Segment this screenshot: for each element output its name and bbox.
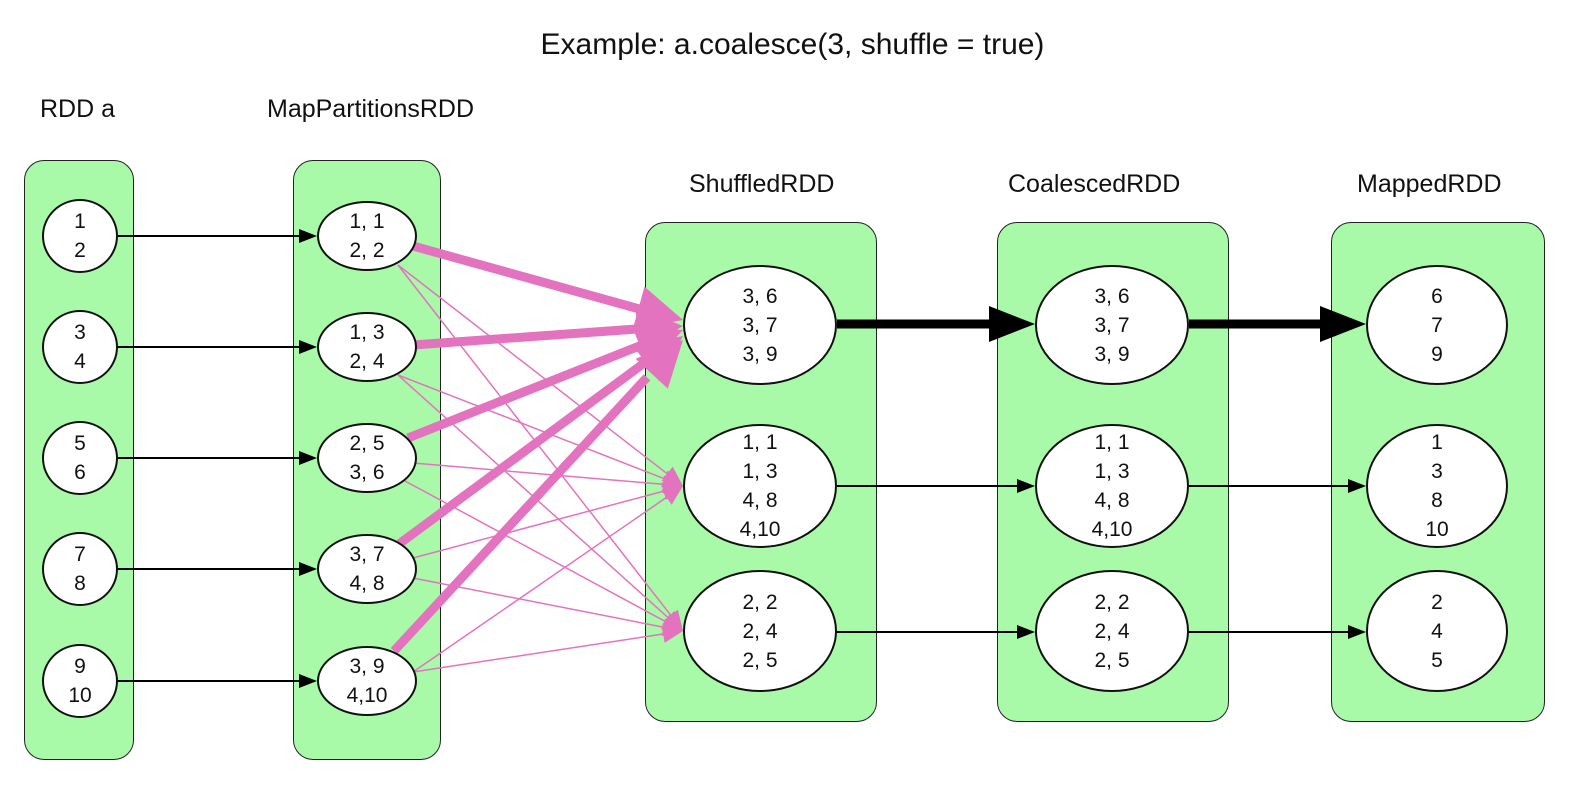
rdd-a-partition: 3 4: [42, 310, 118, 384]
edge-arrowhead: [299, 451, 317, 465]
rdd-a-partition: 5 6: [42, 421, 118, 495]
edge-arrowhead: [989, 306, 1035, 342]
edge-arrowhead: [661, 486, 683, 505]
coalesced-rdd-partition: 3, 6 3, 7 3, 9: [1035, 265, 1189, 385]
mapped-rdd-partition: 1 3 8 10: [1366, 424, 1508, 548]
edge-arrowhead: [1348, 625, 1366, 639]
shuffled-rdd-partition: 1, 1 1, 3 4, 8 4,10: [683, 424, 837, 548]
edge-arrowhead: [299, 674, 317, 688]
edge-line: [406, 338, 649, 443]
shuffled-rdd-partition: 2, 2 2, 4 2, 5: [683, 570, 837, 692]
edge-arrowhead: [661, 625, 683, 643]
label-shuffled-rdd: ShuffledRDD: [689, 170, 835, 198]
label-rdd-a: RDD a: [40, 95, 116, 123]
shuffled-rdd-partition: 3, 6 3, 7 3, 9: [683, 265, 837, 385]
edge-arrowhead: [1017, 479, 1035, 493]
edge-arrowhead: [299, 340, 317, 354]
edge-line: [397, 374, 668, 481]
coalesced-rdd-partition: 1, 1 1, 3 4, 8 4,10: [1035, 424, 1189, 548]
rdd-a-partition: 9 10: [42, 644, 118, 718]
edge-arrowhead: [1017, 625, 1035, 639]
edge-line: [411, 241, 649, 316]
map-partitions-partition: 1, 3 2, 4: [317, 312, 417, 382]
mapped-rdd-partition: 2 4 5: [1366, 570, 1508, 692]
edge-arrowhead: [1348, 479, 1366, 493]
map-partitions-partition: 3, 7 4, 8: [317, 534, 417, 604]
label-map-partitions-rdd: MapPartitionsRDD: [267, 95, 475, 123]
edge-line: [412, 462, 667, 486]
rdd-a-partition: 7 8: [42, 532, 118, 606]
mapped-rdd-partition: 6 7 9: [1366, 265, 1508, 385]
edge-arrowhead: [635, 340, 683, 389]
map-partitions-partition: 2, 5 3, 6: [317, 423, 417, 493]
edge-arrowhead: [299, 229, 317, 243]
label-coalesced-rdd: CoalescedRDD: [1008, 170, 1181, 198]
edge-line: [397, 264, 671, 477]
label-mapped-rdd: MappedRDD: [1357, 170, 1502, 198]
map-partitions-partition: 1, 1 2, 2: [317, 201, 417, 271]
edge-line: [412, 489, 667, 559]
edge-line: [412, 632, 667, 673]
edge-arrowhead: [1320, 306, 1366, 342]
edge-line: [412, 323, 648, 350]
diagram-title: Example: a.coalesce(3, shuffle = true): [540, 28, 1045, 61]
map-partitions-partition: 3, 9 4,10: [317, 646, 417, 716]
coalesced-rdd-partition: 2, 2 2, 4 2, 5: [1035, 570, 1189, 692]
rdd-a-partition: 1 2: [42, 199, 118, 273]
edge-arrowhead: [299, 562, 317, 576]
edge-line: [390, 374, 651, 655]
edge-line: [412, 495, 670, 673]
edge-line: [396, 357, 650, 548]
